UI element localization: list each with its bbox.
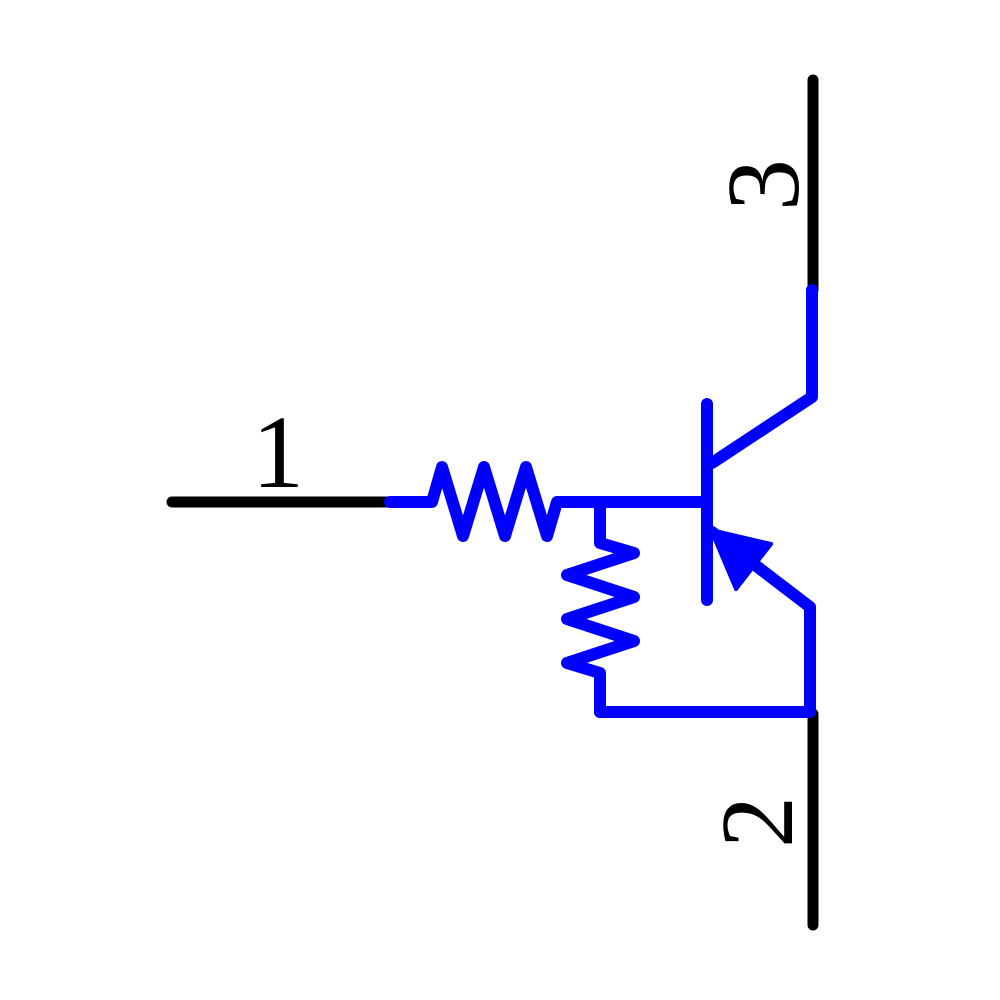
- pnp-emitter-arrow-icon: [709, 528, 773, 591]
- base-resistor: [384, 461, 708, 542]
- pin3-label: 3: [706, 159, 821, 211]
- base-emitter-resistor: [561, 496, 640, 718]
- pin2-label: 2: [700, 796, 815, 848]
- collector-wire: [706, 284, 818, 469]
- pin1-label: 1: [252, 395, 304, 510]
